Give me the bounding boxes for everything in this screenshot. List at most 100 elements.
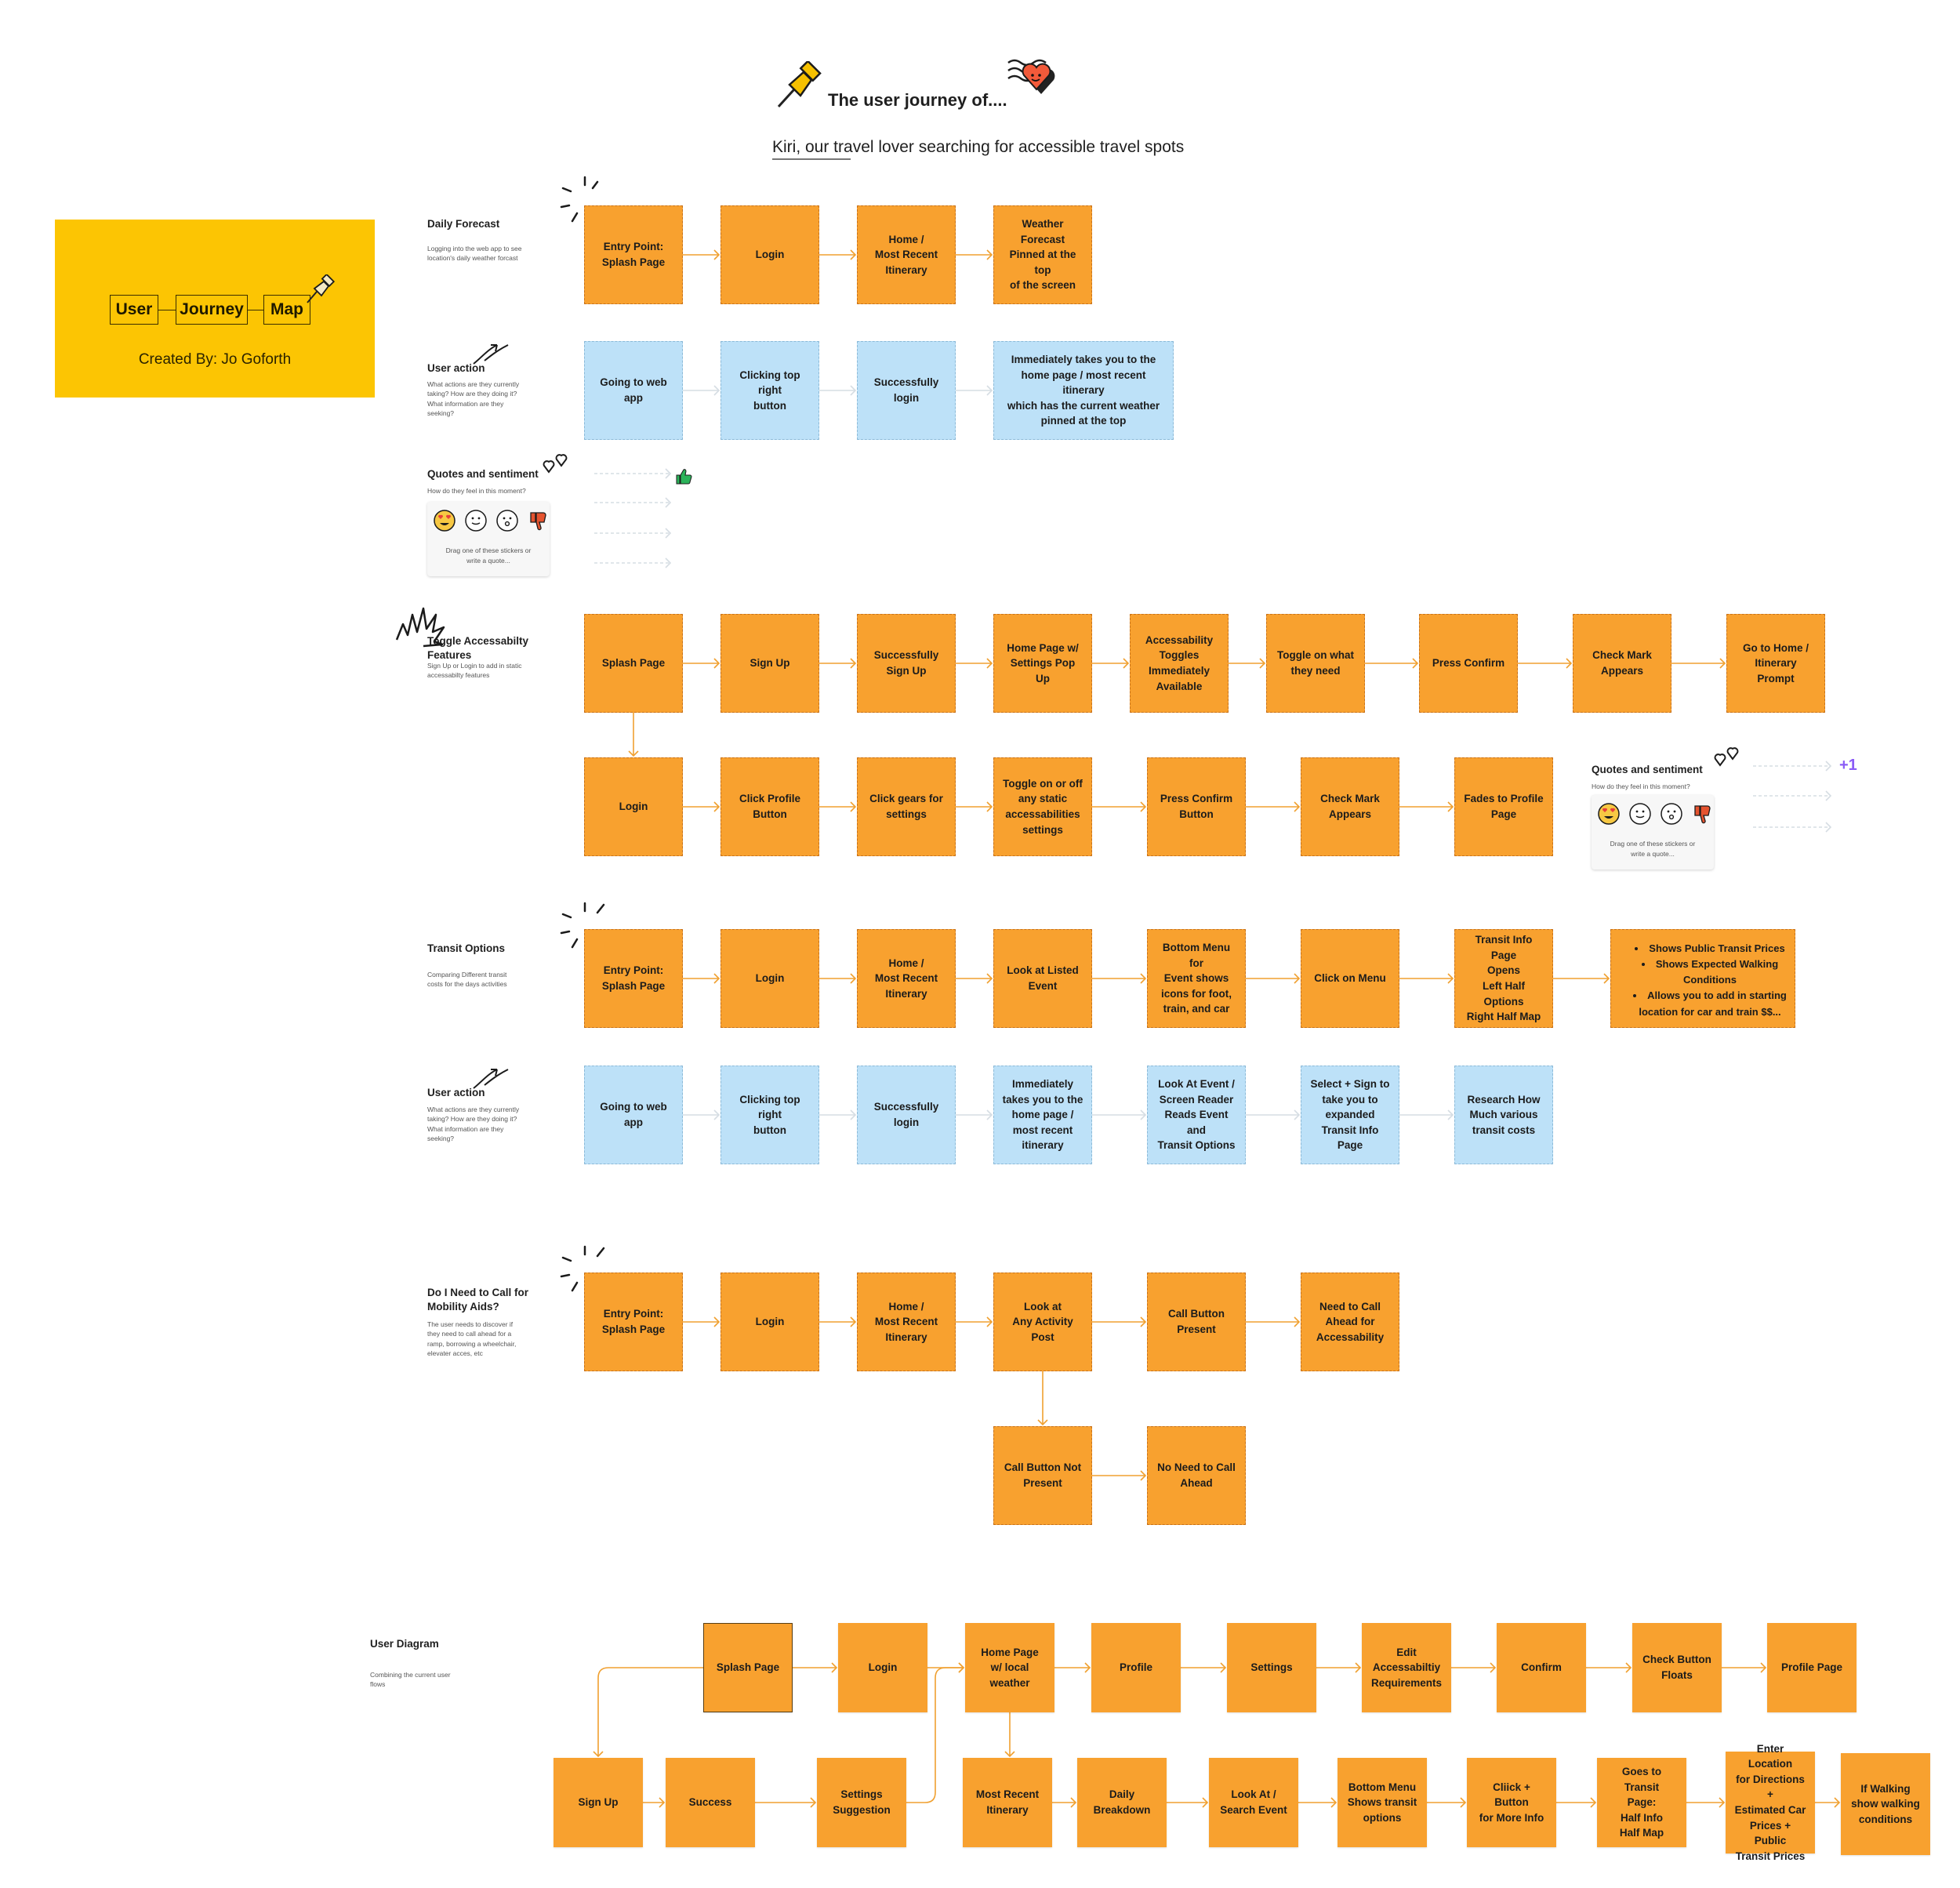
neutral-face-icon[interactable]	[1628, 801, 1653, 826]
surprised-face-icon[interactable]	[1659, 801, 1684, 826]
action-card-b2[interactable]: Clicking top right button	[720, 1066, 819, 1164]
heart-stamp-icon	[1005, 53, 1065, 97]
step-card-t7[interactable]: Press Confirm	[1419, 614, 1518, 713]
section-desc-user-action: What actions are they currently taking? …	[427, 380, 520, 417]
step-card-h5[interactable]: Daily Breakdown	[1077, 1758, 1167, 1847]
step-card-h3[interactable]: Settings Suggestion	[817, 1758, 906, 1847]
heart-eyes-emoji-icon[interactable]	[432, 508, 457, 533]
step-card-d3[interactable]: Home / Most Recent Itinerary	[857, 205, 956, 304]
action-card-a2[interactable]: Clicking top right button	[720, 341, 819, 440]
thumbs-down-icon[interactable]	[526, 508, 551, 533]
step-card-r6[interactable]: Click on Menu	[1301, 929, 1399, 1028]
step-card-u5[interactable]: Press Confirm Button	[1147, 757, 1246, 856]
action-card-b3[interactable]: Successfully login	[857, 1066, 956, 1164]
arrow-head	[713, 658, 720, 669]
arrow-head	[1294, 973, 1301, 984]
cover-card: User Journey Map Created By: Jo Goforth	[55, 220, 375, 398]
step-card-u1[interactable]: Login	[584, 757, 683, 856]
arrow-head	[1202, 1797, 1209, 1808]
action-card-b7[interactable]: Research How Much various transit costs	[1454, 1066, 1553, 1164]
arrow-head	[850, 1316, 857, 1327]
step-card-h1[interactable]: Sign Up	[554, 1758, 643, 1847]
neutral-face-icon[interactable]	[463, 508, 488, 533]
action-card-a1[interactable]: Going to web app	[584, 341, 683, 440]
sticker-palette[interactable]: Drag one of these stickers or write a qu…	[1592, 795, 1714, 870]
step-card-d4[interactable]: Weather Forecast Pinned at the top of th…	[993, 205, 1092, 304]
step-card-g6[interactable]: Edit Accessabiltiy Requirements	[1362, 1623, 1451, 1712]
step-card-h9[interactable]: Goes to Transit Page: Half Info Half Map	[1597, 1758, 1686, 1847]
action-card-a4[interactable]: Immediately takes you to the home page /…	[993, 341, 1174, 440]
step-card-g7[interactable]: Confirm	[1497, 1623, 1586, 1712]
step-card-g4[interactable]: Profile	[1091, 1623, 1181, 1712]
step-card-m1[interactable]: Entry Point: Splash Page	[584, 1273, 683, 1371]
step-card-r3[interactable]: Home / Most Recent Itinerary	[857, 929, 956, 1028]
step-card-g2[interactable]: Login	[838, 1623, 927, 1712]
step-card-h11[interactable]: If Walking show walking conditions	[1841, 1753, 1930, 1855]
action-card-b6[interactable]: Select + Sign to take you to expanded Tr…	[1301, 1066, 1399, 1164]
arrow-head	[1294, 801, 1301, 812]
step-card-r2[interactable]: Login	[720, 929, 819, 1028]
heart-eyes-emoji-icon[interactable]	[1596, 801, 1621, 826]
step-card-h10[interactable]: Enter Location for Directions + Estimate…	[1726, 1743, 1815, 1862]
section-title-toggle: Toggle Accessabilty Features	[427, 635, 529, 661]
cover-word-journey: Journey	[176, 295, 248, 325]
step-card-r4[interactable]: Look at Listed Event	[993, 929, 1092, 1028]
step-card-m3[interactable]: Home / Most Recent Itinerary	[857, 1273, 956, 1371]
step-card-h4[interactable]: Most Recent Itinerary	[963, 1758, 1052, 1847]
arrow-head	[1603, 973, 1610, 984]
step-card-t2[interactable]: Sign Up	[720, 614, 819, 713]
action-card-a3[interactable]: Successfully login	[857, 341, 956, 440]
step-card-d1[interactable]: Entry Point: Splash Page	[584, 205, 683, 304]
step-card-u2[interactable]: Click Profile Button	[720, 757, 819, 856]
sticker-palette[interactable]: Drag one of these stickers or write a qu…	[427, 502, 550, 576]
step-card-g8[interactable]: Check Button Floats	[1632, 1623, 1722, 1712]
step-card-t5[interactable]: Accessability Toggles Immediately Availa…	[1130, 614, 1229, 713]
step-card-u7[interactable]: Fades to Profile Page	[1454, 757, 1553, 856]
arrow-head	[1719, 1797, 1726, 1808]
step-card-g3[interactable]: Home Page w/ local weather	[965, 1623, 1054, 1712]
step-card-t1[interactable]: Splash Page	[584, 614, 683, 713]
step-card-m5[interactable]: Call Button Present	[1147, 1273, 1246, 1371]
step-card-u3[interactable]: Click gears for settings	[857, 757, 956, 856]
thumbs-down-icon[interactable]	[1690, 801, 1715, 826]
surprised-face-icon[interactable]	[495, 508, 520, 533]
step-card-t4[interactable]: Home Page w/ Settings Pop Up	[993, 614, 1092, 713]
sparkle-burst-icon	[558, 174, 613, 229]
action-card-b1[interactable]: Going to web app	[584, 1066, 683, 1164]
arrow-head	[713, 1316, 720, 1327]
step-card-g1[interactable]: Splash Page	[703, 1623, 793, 1712]
step-card-h7[interactable]: Bottom Menu Shows transit options	[1338, 1758, 1427, 1847]
action-card-b5[interactable]: Look At Event / Screen Reader Reads Even…	[1147, 1066, 1246, 1164]
step-card-m8[interactable]: No Need to Call Ahead	[1147, 1426, 1246, 1525]
arrow-head	[986, 385, 993, 396]
step-card-g5[interactable]: Settings	[1227, 1623, 1316, 1712]
step-card-r7[interactable]: Transit Info Page Opens Left Half Option…	[1454, 929, 1553, 1028]
step-card-m7[interactable]: Call Button Not Present	[993, 1426, 1092, 1525]
step-card-g9[interactable]: Profile Page	[1767, 1623, 1857, 1712]
step-card-h6[interactable]: Look At / Search Event	[1209, 1758, 1298, 1847]
arrow-head	[850, 658, 857, 669]
step-card-t3[interactable]: Successfully Sign Up	[857, 614, 956, 713]
step-card-m2[interactable]: Login	[720, 1273, 819, 1371]
step-card-d2[interactable]: Login	[720, 205, 819, 304]
action-card-b4[interactable]: Immediately takes you to the home page /…	[993, 1066, 1092, 1164]
cover-created-by: Created By: Jo Goforth	[138, 351, 292, 368]
step-card-r5[interactable]: Bottom Menu for Event shows icons for fo…	[1147, 929, 1246, 1028]
step-card-t6[interactable]: Toggle on what they need	[1266, 614, 1365, 713]
step-card-u6[interactable]: Check Mark Appears	[1301, 757, 1399, 856]
step-card-t8[interactable]: Check Mark Appears	[1573, 614, 1671, 713]
thumbs-up-icon[interactable]	[674, 467, 693, 486]
step-card-m4[interactable]: Look at Any Activity Post	[993, 1273, 1092, 1371]
step-card-h2[interactable]: Success	[666, 1758, 755, 1847]
pushpin-icon	[304, 273, 336, 306]
arrow-head	[1490, 1662, 1497, 1673]
step-card-t9[interactable]: Go to Home / Itinerary Prompt	[1726, 614, 1825, 713]
step-card-m6[interactable]: Need to Call Ahead for Accessability	[1301, 1273, 1399, 1371]
arrow-head	[1140, 1109, 1147, 1120]
step-card-u4[interactable]: Toggle on or off any static accessabilit…	[993, 757, 1092, 856]
step-card-h8[interactable]: Cliick + Button for More Info	[1467, 1758, 1556, 1847]
step-card-r1[interactable]: Entry Point: Splash Page	[584, 929, 683, 1028]
arrow-head	[831, 1662, 838, 1673]
step-card-transit-details[interactable]: Shows Public Transit PricesShows Expecte…	[1610, 929, 1795, 1028]
